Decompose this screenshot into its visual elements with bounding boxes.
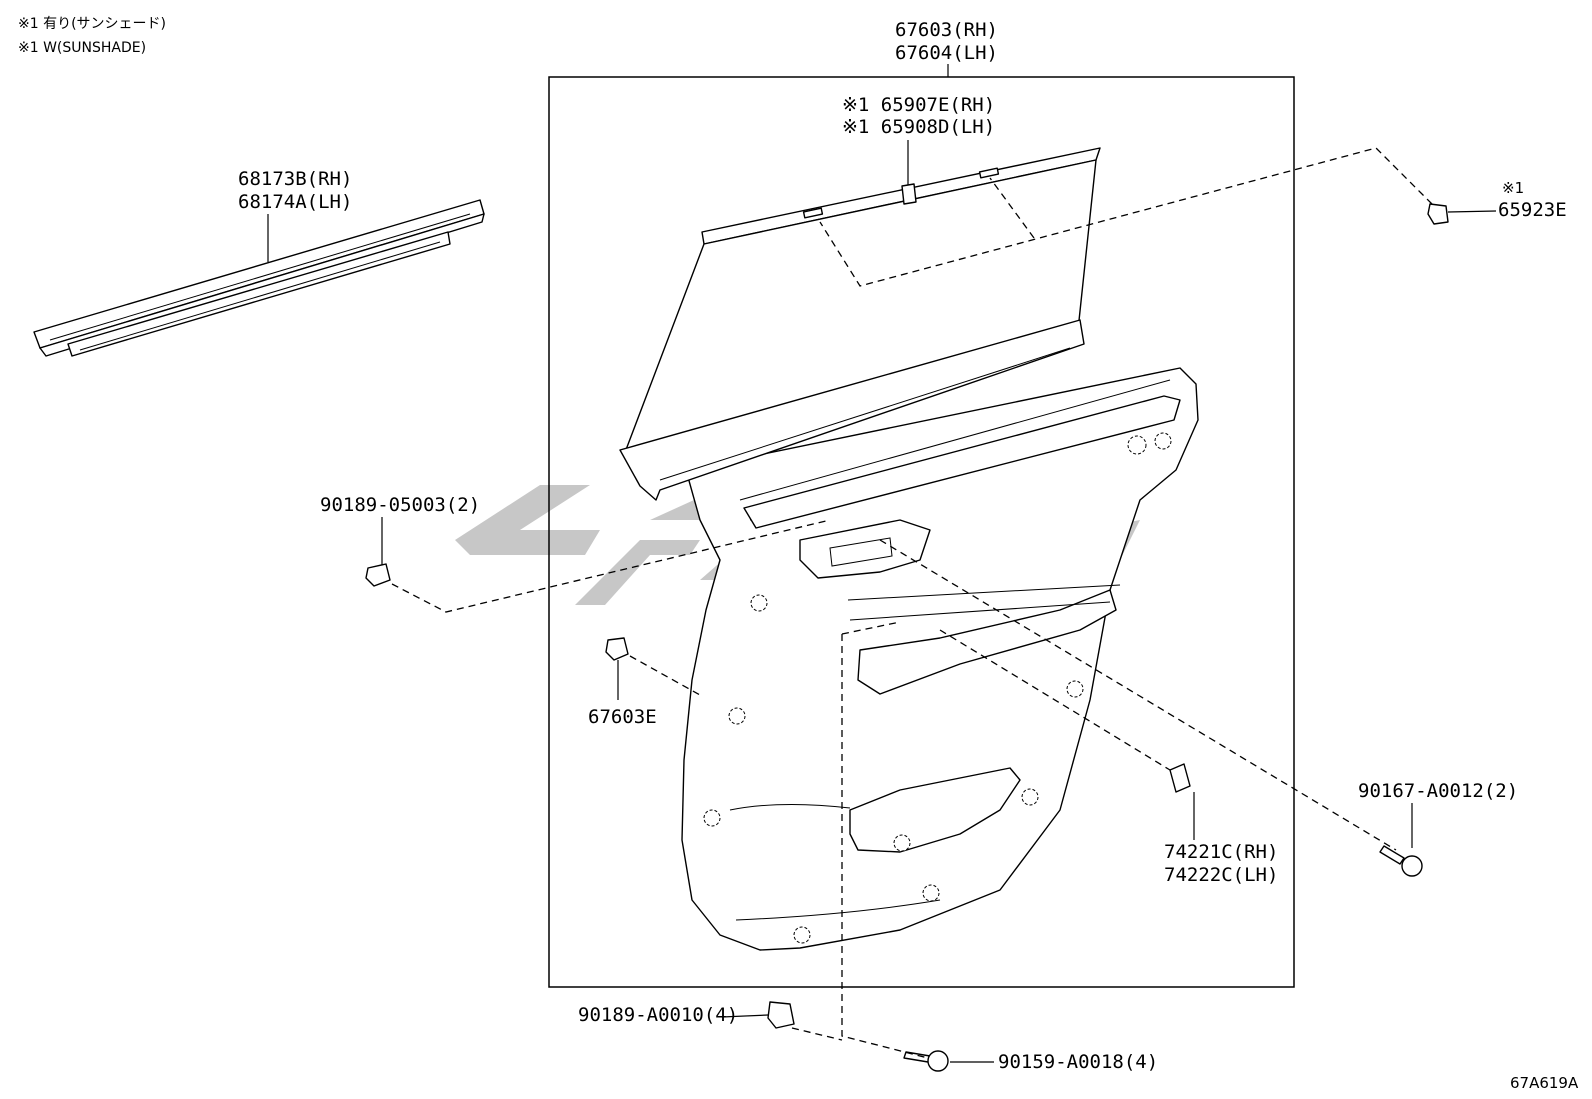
screw-right-part <box>1379 845 1423 877</box>
dash-hook-to-sunshade <box>819 147 1433 287</box>
dash-screw-right <box>879 539 1397 851</box>
assembly-frame <box>548 76 1295 988</box>
label-hook-note[interactable]: ※1 <box>1502 179 1524 197</box>
label-screw-right[interactable]: 90167-A0012(2) <box>1358 780 1518 802</box>
label-trim-panel-lh[interactable]: 67604(LH) <box>895 42 998 64</box>
label-sunshade-lh[interactable]: ※1 65908D(LH) <box>842 116 995 138</box>
diagram-code: 67A619A <box>1510 1074 1579 1092</box>
hook-part <box>1427 203 1449 225</box>
clip-side-part <box>605 637 629 661</box>
dash-vertical-fasteners <box>841 634 929 1059</box>
label-weatherstrip-lh[interactable]: 68174A(LH) <box>238 191 352 213</box>
door-trim-panel <box>619 319 1199 951</box>
label-hook[interactable]: 65923E <box>1498 199 1567 221</box>
clip-bottom-part <box>767 1001 795 1029</box>
label-clip-upper[interactable]: 90189-05003(2) <box>320 494 480 516</box>
dash-vertical-top <box>841 621 901 635</box>
label-weatherstrip-rh[interactable]: 68173B(RH) <box>238 168 352 190</box>
leader-hook <box>1447 210 1497 213</box>
clip-upper-part <box>365 563 391 587</box>
dash-hook-branch <box>989 177 1035 239</box>
label-trim-panel-rh[interactable]: 67603(RH) <box>895 19 998 41</box>
cap-part <box>1169 763 1191 793</box>
leader-clip-bottom <box>721 1014 769 1018</box>
label-clip-side[interactable]: 67603E <box>588 706 657 728</box>
label-screw-bottom[interactable]: 90159-A0018(4) <box>998 1051 1158 1073</box>
dash-clip-bottom <box>791 1027 843 1041</box>
weatherstrip-part <box>33 199 485 357</box>
screw-bottom-part <box>903 1050 949 1072</box>
label-cap-lh[interactable]: 74222C(LH) <box>1164 864 1278 886</box>
label-sunshade-rh[interactable]: ※1 65907E(RH) <box>842 94 995 116</box>
dash-cap <box>939 629 1171 771</box>
label-cap-rh[interactable]: 74221C(RH) <box>1164 841 1278 863</box>
note-line-1: ※1 有り(サンシェード) <box>18 16 166 32</box>
dash-clip-upper <box>391 519 831 613</box>
label-clip-bottom[interactable]: 90189-A0010(4) <box>578 1004 738 1026</box>
dash-clip-side <box>629 655 701 696</box>
note-line-2: ※1 W(SUNSHADE) <box>18 40 146 56</box>
